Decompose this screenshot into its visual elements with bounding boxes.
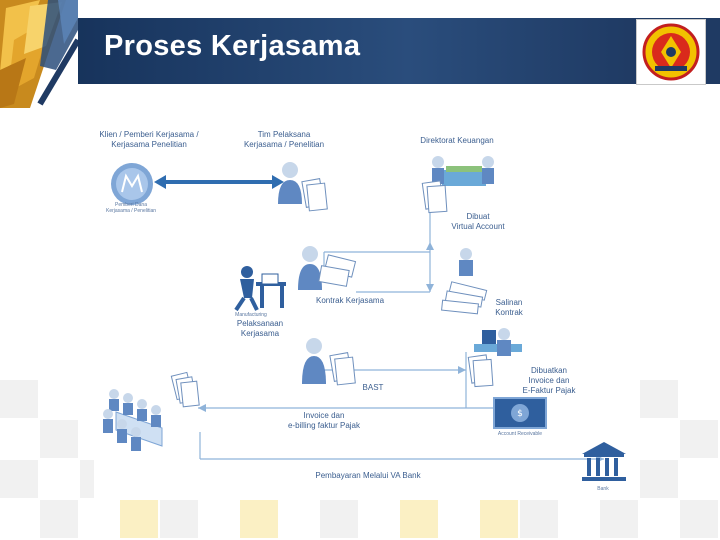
- bank-icon: [582, 442, 626, 481]
- university-logo: [636, 19, 706, 85]
- finance-desk-icon: [421, 156, 494, 214]
- invoice-desk-icon: [467, 328, 522, 388]
- svg-text:$: $: [517, 409, 523, 419]
- virtual-account-label-line2: Virtual Account: [451, 222, 505, 231]
- invoice-label: Invoice dan e-billing faktur Pajak: [274, 411, 374, 431]
- virtual-account-label-line1: Dibuat: [466, 212, 490, 221]
- copy-contract-label: Salinan Kontrak: [480, 298, 538, 318]
- account-receivable-caption: Account Receivable: [497, 431, 543, 437]
- bank-caption: Bank: [597, 486, 609, 492]
- contract-label: Kontrak Kerjasama: [315, 296, 385, 305]
- invoice-made-label-line3: E-Faktur Pajak: [522, 386, 576, 395]
- client-label-line1: Klien / Pemberi Kerjasama /: [99, 130, 199, 139]
- background-tile-pattern: [0, 380, 720, 540]
- execution-label-line1: Pelaksanaan: [236, 319, 284, 328]
- bast-person-icon: [302, 338, 356, 386]
- team-person-icon: [278, 162, 328, 212]
- copy-contract-label-line2: Kontrak: [495, 308, 523, 317]
- execution-label-line2: Kerjasama: [240, 329, 280, 338]
- client-icon: [111, 163, 153, 205]
- invoice-made-label-line2: Invoice dan: [528, 376, 570, 385]
- page-title: Proses Kerjasama: [104, 30, 361, 62]
- team-label-line2: Kerjasama / Penelitian: [243, 140, 325, 149]
- team-label-line1: Tim Pelaksana: [257, 130, 311, 139]
- payment-label: Pembayaran Melalui VA Bank: [315, 471, 421, 480]
- account-receivable-icon: $: [493, 397, 547, 429]
- bast-label: BAST: [362, 383, 384, 392]
- client-icon-caption-line2: Kerjasama / Penelitian: [105, 208, 157, 214]
- team-label: Tim Pelaksana Kerjasama / Penelitian: [234, 130, 334, 150]
- execution-label: Pelaksanaan Kerjasama: [226, 319, 294, 339]
- client-icon-caption-line1: Pemberi Dana: [115, 202, 147, 208]
- client-label-line2: Kerjasama Penelitian: [111, 140, 187, 149]
- copy-contract-icon: [441, 248, 488, 315]
- client-meeting-icon: [103, 371, 200, 451]
- virtual-account-label: Dibuat Virtual Account: [440, 212, 516, 232]
- corner-decoration-image: [0, 0, 78, 108]
- process-diagram: $: [94, 112, 634, 500]
- finance-label: Direktorat Keuangan: [420, 136, 494, 145]
- client-icon-caption: Pemberi Dana Kerjasama / Penelitian: [96, 202, 166, 214]
- manufacturing-icon: [234, 266, 286, 312]
- contract-person-icon: [298, 246, 357, 290]
- manufacturing-caption: Manufacturing: [235, 312, 267, 318]
- copy-contract-label-line1: Salinan: [495, 298, 523, 307]
- invoice-made-label: Dibuatkan Invoice dan E-Faktur Pajak: [518, 366, 580, 396]
- invoice-label-line1: Invoice dan: [303, 411, 345, 420]
- invoice-made-label-line1: Dibuatkan: [530, 366, 568, 375]
- client-label: Klien / Pemberi Kerjasama / Kerjasama Pe…: [94, 130, 204, 150]
- invoice-label-line2: e-billing faktur Pajak: [287, 421, 361, 430]
- header-gradient: [60, 18, 640, 84]
